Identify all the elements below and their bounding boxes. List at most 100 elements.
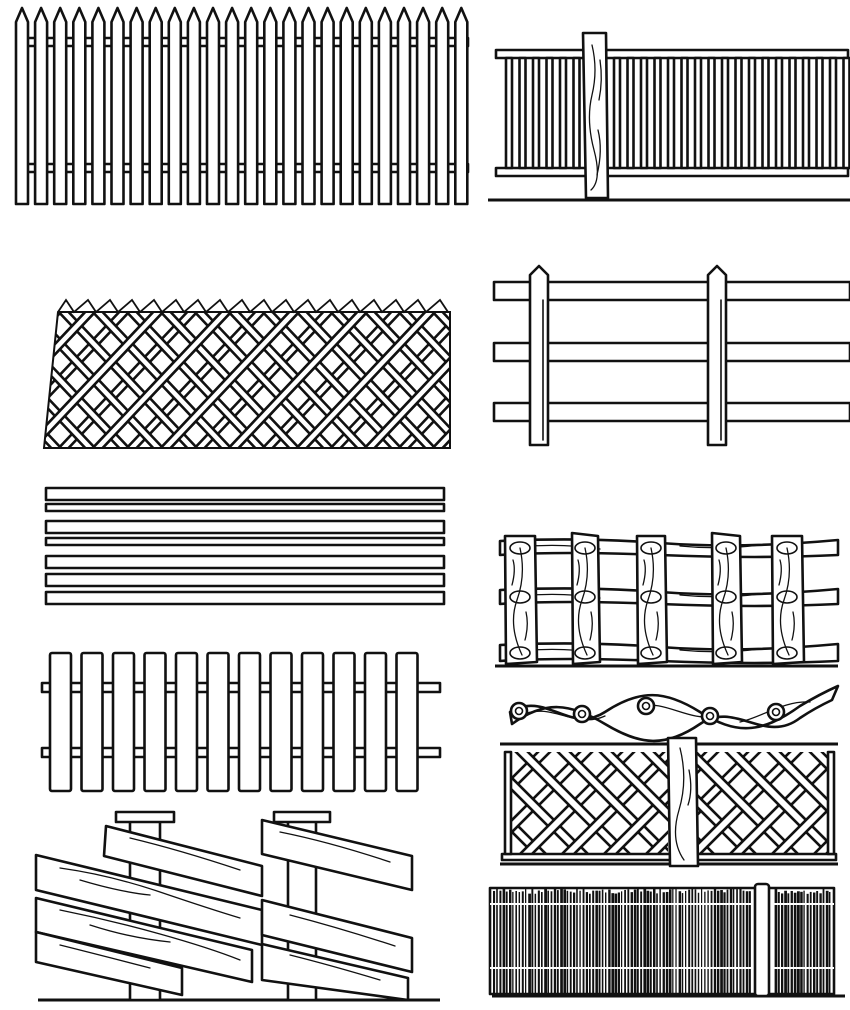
picket-board [129,6,144,206]
reed-stem [624,889,626,994]
reed-stem [499,890,502,994]
reed-stem [553,888,557,994]
lashing-knot [509,646,531,660]
rustic-lattice-slat [840,740,850,870]
lattice-slat [138,312,322,448]
picket-board [301,6,316,206]
reed-stem [672,889,674,994]
reed-stem [598,890,601,994]
lashing-knot [509,541,531,555]
reed-stem [537,890,540,994]
post-grain [687,769,692,806]
vertical-slat [80,651,104,793]
reed-stem [704,891,706,994]
slanted-plank [34,896,254,984]
post-grain [577,547,589,656]
reed-stem [825,890,829,994]
lashing-knot [640,590,662,604]
lashing-knot [640,541,662,555]
lashing-knot [574,541,596,555]
baluster [518,56,527,170]
rustic-lattice-slat [602,788,668,854]
baluster [707,56,716,170]
reed-stem [611,893,615,994]
baluster [842,56,850,170]
lattice-slat [0,290,14,470]
lattice-slat [104,312,288,448]
reed-stem [617,892,621,994]
rustic-pole-grid-fence [495,531,840,668]
vine-knot [509,701,529,721]
baluster [626,56,635,170]
reed-stem [531,888,534,994]
horizontal-rail [492,401,850,423]
reed-stem [515,890,517,994]
baluster [653,56,662,170]
plank-grain [59,909,241,961]
post-grain [718,547,730,656]
lattice-slat [274,312,450,448]
reed-stem [745,891,749,994]
reed-stem [829,891,831,994]
slanted-plank [102,824,264,898]
post-grain [596,129,601,176]
post-grain [589,611,593,641]
rustic-post [770,534,806,666]
vertical-slat [395,651,419,793]
reed-stem [512,891,514,994]
reed-stem [659,888,661,994]
lattice-slat [480,290,660,470]
picket-board [377,6,393,206]
plank-grain [289,954,381,981]
baluster [747,56,757,170]
horizontal-board [44,519,446,535]
reed-stem [595,890,598,994]
reed-stem [729,888,733,994]
rustic-lattice-slat [756,740,850,870]
rustic-lattice-slat [644,830,668,854]
lattice-slat [376,312,450,448]
reed-stem [541,892,543,994]
post-grain [791,611,795,641]
picket-board [110,6,125,206]
post-grain [779,547,791,656]
lattice-slat [480,290,660,470]
reed-stem [787,893,790,994]
reed-stem [582,888,585,994]
lashing-knot [715,646,737,660]
picket-board [186,6,202,206]
lattice-slat [172,312,356,448]
reed-stem [809,891,812,994]
horizontal-rail [492,341,850,363]
lattice-slat [44,312,186,448]
reed-stem [528,893,531,994]
baluster [558,56,568,170]
reed-stem [662,892,665,994]
reed-stem [793,892,797,994]
vertical-slat [269,651,293,793]
reed-stem [707,890,709,994]
rustic-post [503,534,539,666]
baluster [815,56,824,170]
rustic-lattice-slat [770,792,832,854]
reed-stem [544,889,547,994]
picket-board [33,6,49,206]
reed-stem [573,892,576,994]
reed-stem [569,891,572,994]
vine-knot [636,696,656,716]
picket-board [148,6,163,206]
vine-knot-ring [705,711,715,721]
reed-stem [614,893,618,994]
reed-stem [509,889,512,994]
rustic-lattice-slat [840,740,850,870]
lattice-slat [44,312,50,448]
reed-stem [720,890,723,994]
reed-stem [627,889,630,994]
fence-post [706,264,728,447]
horizontal-rail [492,280,850,302]
lattice-slat [44,312,118,448]
picket-board [339,6,355,206]
plank-grain [129,837,241,871]
baluster [666,56,676,170]
reed-stem [733,888,735,994]
